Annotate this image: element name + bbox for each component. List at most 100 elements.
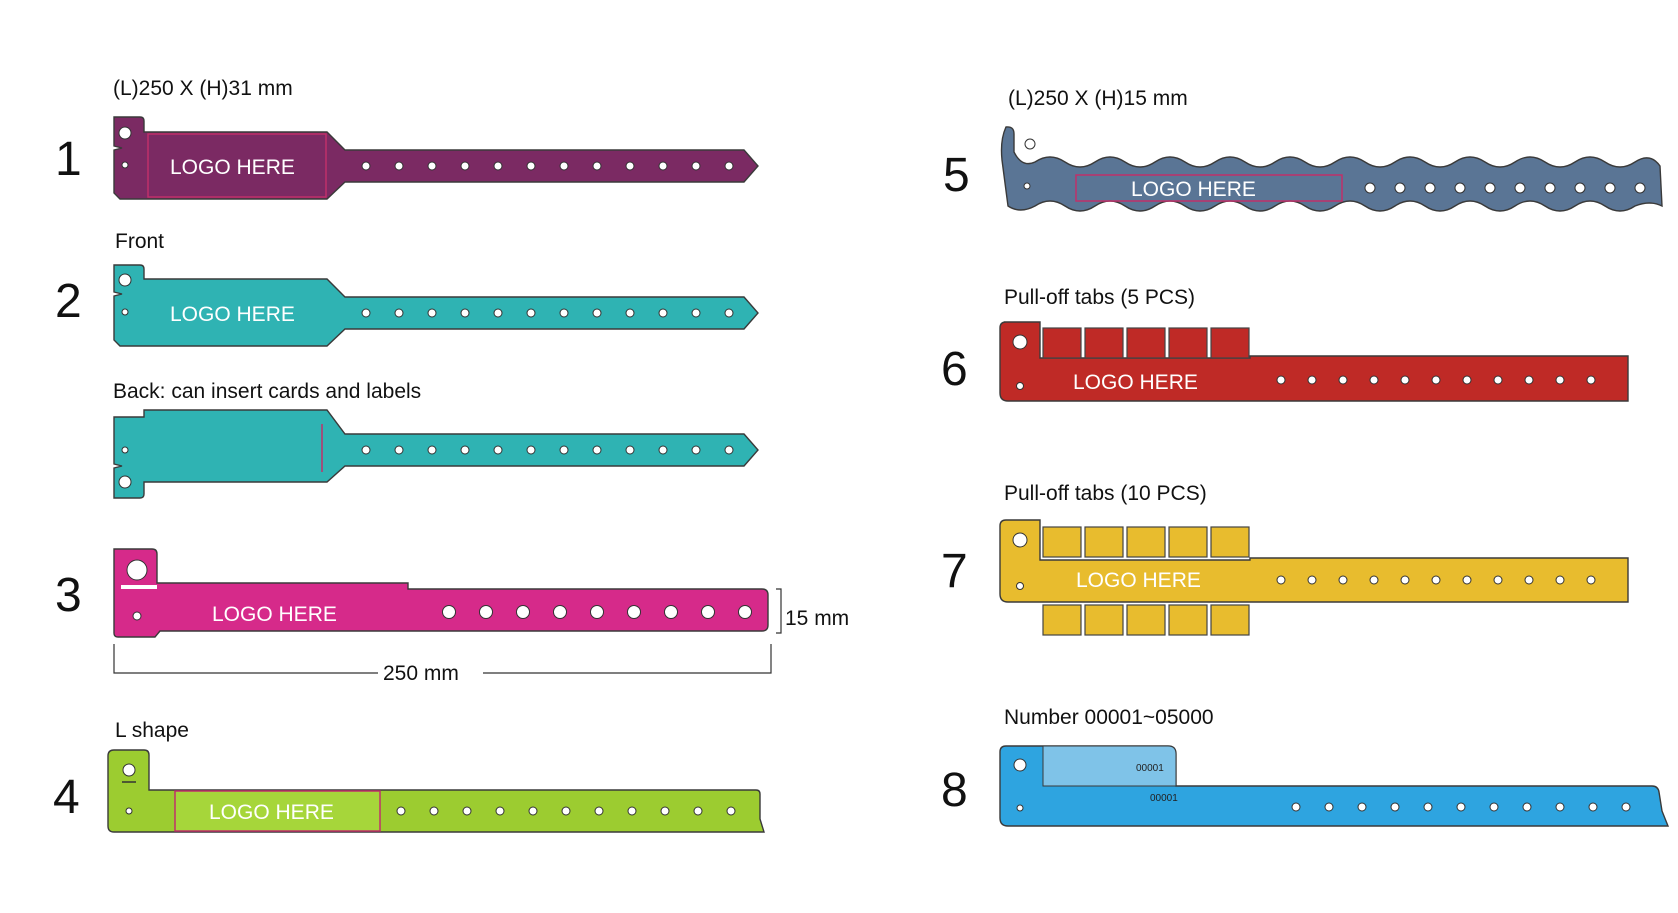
pull-off-tab [1126,327,1166,359]
pull-off-tab [1210,604,1250,636]
strap-hole [1400,375,1410,385]
logo-text-1: LOGO HERE [170,156,295,179]
strap-hole [526,445,536,455]
band-number-8: 8 [941,764,968,817]
band-4-snap-hole [122,763,136,777]
strap-hole [1431,575,1441,585]
strap-hole [724,445,734,455]
strap-hole [691,308,701,318]
strap-hole [1524,375,1534,385]
strap-hole [1276,375,1286,385]
strap-hole [726,806,736,816]
caption-pull-off-5: Pull-off tabs (5 PCS) [1004,286,1195,309]
pull-off-tab [1042,526,1082,558]
strap-hole [1514,182,1526,194]
strap-hole [1456,802,1466,812]
band-4-small-hole [125,807,133,815]
strap-hole [460,445,470,455]
strap-hole [442,605,456,619]
length-dimension-right [483,644,772,674]
logo-text-6: LOGO HERE [1073,371,1198,394]
band-8-strap-holes [1291,802,1631,812]
band-6: 6 LOGO HERE [941,321,1629,402]
band-3: 3 LOGO HERE 15 mm 250 mm [55,548,849,685]
strap-hole [493,445,503,455]
strap-hole [1390,802,1400,812]
band-6-small-hole [1016,382,1024,390]
strap-hole [1324,802,1334,812]
strap-hole [664,605,678,619]
band-2-snap-hole [118,273,132,287]
size-label-31mm: (L)250 X (H)31 mm [113,77,293,100]
strap-hole [479,605,493,619]
logo-text-2: LOGO HERE [170,303,295,326]
strap-hole [427,161,437,171]
band-5-snap-hole [1024,138,1036,150]
strap-hole [559,308,569,318]
band-5-body [1000,126,1663,212]
pull-off-tab [1042,327,1082,359]
serial-number-top: 00001 [1136,763,1164,774]
strap-hole [394,445,404,455]
length-dimension-label: 250 mm [383,662,459,685]
strap-hole [1484,182,1496,194]
band-7-snap-hole [1012,532,1028,548]
strap-hole [1586,375,1596,385]
band-number-2: 2 [55,275,82,328]
size-label-15mm: (L)250 X (H)15 mm [1008,87,1188,110]
band-3-small-hole [132,611,142,621]
strap-hole [1462,575,1472,585]
strap-hole [1369,575,1379,585]
strap-hole [1369,375,1379,385]
strap-hole [361,445,371,455]
strap-hole [627,806,637,816]
logo-area-1 [147,133,327,198]
height-dimension-label: 15 mm [785,607,849,630]
pull-off-tab [1168,327,1208,359]
strap-hole [1489,802,1499,812]
band-7: 7 LOGO HERE [941,519,1629,636]
caption-numbering: Number 00001~05000 [1004,706,1214,729]
strap-hole [559,445,569,455]
strap-hole [1394,182,1406,194]
strap-hole [1423,802,1433,812]
strap-hole [1462,375,1472,385]
strap-hole [1291,802,1301,812]
strap-hole [427,445,437,455]
strap-hole [526,308,536,318]
strap-hole [590,605,604,619]
strap-hole [361,161,371,171]
strap-hole [1634,182,1646,194]
strap-hole [1307,575,1317,585]
band-6-strap-holes [1276,375,1596,385]
length-dimension-left [113,644,378,674]
strap-hole [1493,375,1503,385]
strap-hole [361,308,371,318]
band-1-strap-holes [361,161,734,171]
band-8: 8 00001 00001 [941,745,1670,827]
caption-pull-off-10: Pull-off tabs (10 PCS) [1004,482,1207,505]
pull-off-tab [1042,604,1082,636]
strap-hole [660,806,670,816]
strap-hole [528,806,538,816]
strap-hole [1524,575,1534,585]
strap-hole [1555,375,1565,385]
band-6-snap-hole [1012,334,1028,350]
strap-hole [394,308,404,318]
band-1: 1 LOGO HERE [55,116,759,200]
band-5-small-hole [1023,182,1031,190]
strap-hole [625,445,635,455]
height-dimension-bracket [776,588,782,634]
strap-hole [592,308,602,318]
strap-hole [493,161,503,171]
strap-hole [724,161,734,171]
strap-hole [1338,575,1348,585]
strap-hole [1586,575,1596,585]
band-3-slot [121,585,157,589]
strap-hole [738,605,752,619]
band-number-3: 3 [55,569,82,622]
strap-hole [594,806,604,816]
strap-hole [1621,802,1631,812]
pull-off-tab [1126,604,1166,636]
strap-hole [427,308,437,318]
